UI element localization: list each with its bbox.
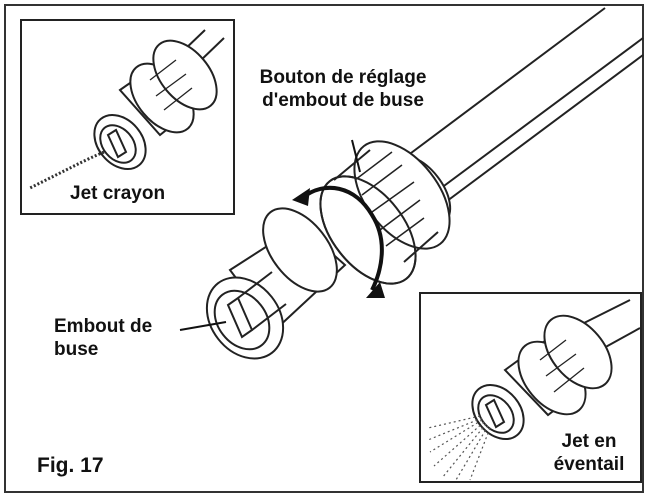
fan-jet-label: Jet en éventail [543, 430, 635, 476]
nozzle-leader-line [179, 321, 227, 331]
nozzle-tip-label-line1: Embout de [54, 316, 153, 337]
nozzle-tip-label: Embout de buse [54, 315, 152, 361]
adjust-knob-label: Bouton de réglage d'embout de buse [232, 66, 454, 112]
knob-leader-line [351, 139, 361, 173]
figure-caption: Fig. 17 [37, 454, 104, 477]
lance-shaft [394, 7, 644, 211]
rotation-arrowhead-top [292, 188, 310, 206]
inset-pencil-jet-drawing [93, 29, 225, 170]
adjust-knob [319, 140, 452, 285]
pencil-jet-label: Jet crayon [70, 183, 166, 204]
fan-jet-label-line1: Jet en [561, 431, 617, 452]
inset-pencil-jet-frame [20, 19, 235, 215]
nozzle-tip-label-line2: buse [54, 339, 99, 360]
fan-jet-spray [427, 415, 491, 481]
inset-fan-jet-drawing [471, 299, 641, 440]
pencil-jet-stream [29, 150, 105, 190]
nozzle-tip [205, 207, 347, 360]
fan-jet-label-line2: éventail [553, 454, 625, 475]
rotation-arrowhead-bottom [366, 282, 385, 298]
adjust-knob-label-line2: d'embout de buse [262, 90, 424, 111]
adjust-knob-label-line1: Bouton de réglage [259, 67, 427, 88]
rotation-arrow [300, 185, 384, 291]
